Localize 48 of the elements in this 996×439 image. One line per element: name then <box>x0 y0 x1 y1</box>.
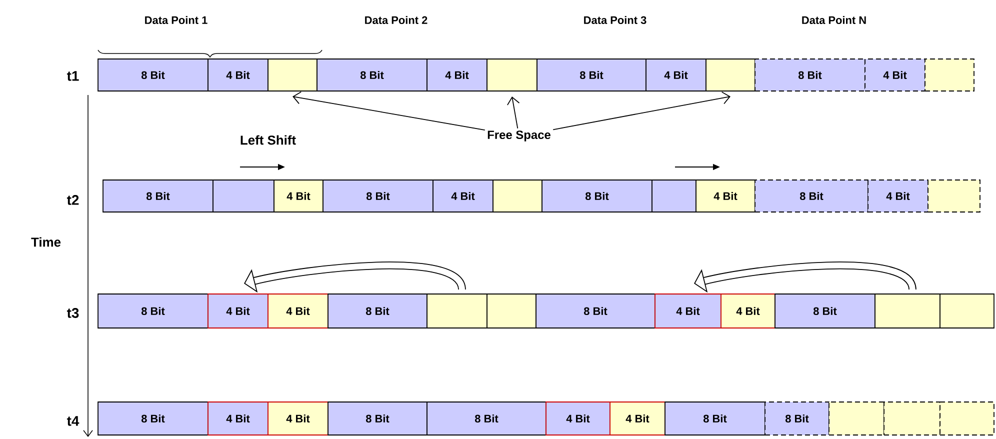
column-heading: Data Point 3 <box>584 16 646 24</box>
bit-cell: 4 Bit <box>864 58 926 92</box>
bit-cell: 8 Bit <box>536 294 656 328</box>
bit-cell: 4 Bit <box>610 402 666 436</box>
column-heading: Data Point 2 <box>365 16 428 24</box>
bit-cell: 8 Bit <box>664 402 766 436</box>
bit-cell: 8 Bit <box>536 58 646 92</box>
bit-cell: 8 Bit <box>328 294 428 328</box>
bit-cell: 4 Bit <box>268 402 328 436</box>
bit-cell: 4 Bit <box>868 180 928 212</box>
bit-cell: 4 Bit <box>720 294 776 328</box>
free-space-label: Free Space <box>488 130 550 142</box>
bit-cell: 8 Bit <box>754 58 866 92</box>
arrow <box>292 91 486 130</box>
shift-label: Left Shift <box>240 135 296 145</box>
arrow <box>507 96 520 129</box>
row-label: t3 <box>66 308 79 318</box>
bit-cell: 4 Bit <box>646 58 706 92</box>
bit-cell: 8 Bit <box>322 180 434 212</box>
bit-cell: 4 Bit <box>546 402 610 436</box>
bit-cell: 8 Bit <box>102 180 214 212</box>
bit-cell: 4 Bit <box>654 294 722 328</box>
column-heading: Data Point 1 <box>145 16 208 24</box>
bit-cell: 8 Bit <box>98 402 208 436</box>
bit-cell: 4 Bit <box>268 294 328 328</box>
bit-cell: 8 Bit <box>98 58 208 92</box>
axis-label: Time <box>31 237 61 247</box>
bit-cell: 8 Bit <box>316 58 428 92</box>
arrow <box>552 92 730 130</box>
bit-cell: 4 Bit <box>432 180 494 212</box>
row-label: t2 <box>66 195 79 205</box>
bit-cell: 8 Bit <box>426 402 546 436</box>
bit-cell: 4 Bit <box>208 294 268 328</box>
row-label: t1 <box>66 71 79 81</box>
row-label: t4 <box>66 416 80 426</box>
curved-arrow <box>694 262 916 293</box>
bit-cell: 4 Bit <box>208 58 268 92</box>
bit-cell: 8 Bit <box>328 402 428 436</box>
bit-cell: 4 Bit <box>274 180 324 212</box>
column-heading: Data Point N <box>802 16 866 24</box>
bit-cell: 8 Bit <box>764 402 830 436</box>
bit-cell: 8 Bit <box>754 180 868 212</box>
bit-cell: 4 Bit <box>208 402 268 436</box>
bit-cell: 8 Bit <box>98 294 208 328</box>
bit-cell: 8 Bit <box>774 294 876 328</box>
bit-cell: 4 Bit <box>426 58 488 92</box>
bit-cell: 4 Bit <box>696 180 756 212</box>
curved-arrow <box>244 262 466 293</box>
